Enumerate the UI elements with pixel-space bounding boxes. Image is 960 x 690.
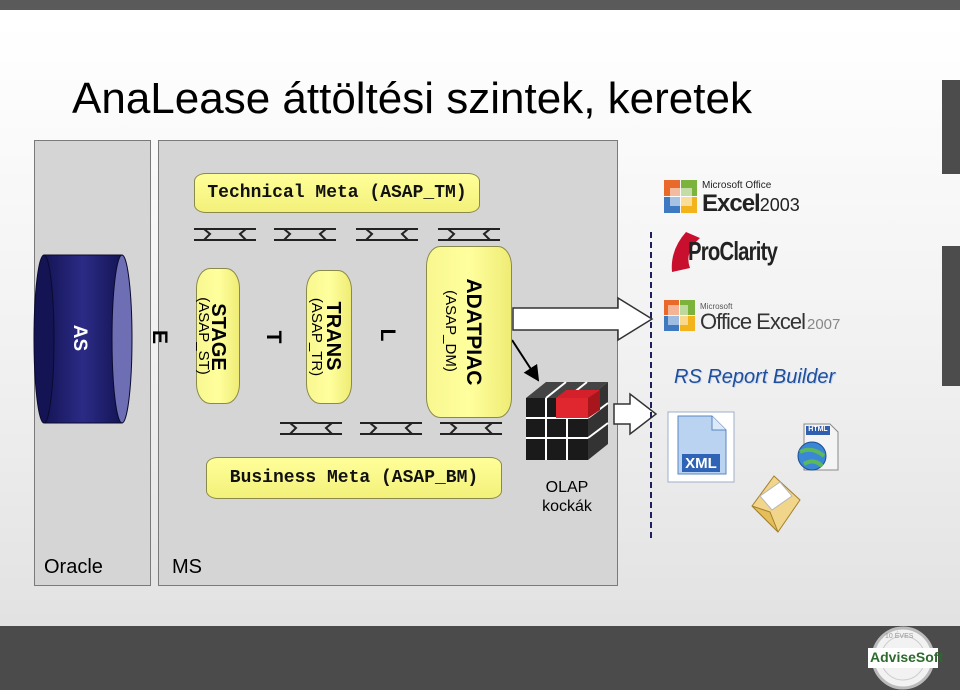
excel-2007-version: 2007 — [806, 316, 841, 333]
excel-2003-version: 2003 — [759, 195, 800, 215]
technical-meta: Technical Meta (ASAP_TM) — [194, 173, 480, 213]
top-strip — [0, 10, 960, 24]
source-cylinder — [33, 254, 133, 424]
advisesoft-ring: 10 ÉVES — [885, 633, 914, 640]
stage-sub-label: (ASAP_ST) — [195, 297, 212, 375]
ms-label: MS — [172, 556, 202, 578]
olap-label-line2: kockák — [542, 498, 592, 515]
excel-2007-logo — [664, 300, 695, 331]
excel-2003-brand: Microsoft Office — [702, 180, 772, 191]
proclarity-wordmark: ProClarity — [688, 236, 778, 266]
stage-cylinder — [196, 268, 240, 404]
datamart-sub-label: (ASAP_DM) — [442, 290, 459, 372]
excel-2003-name: Excel — [702, 190, 761, 217]
side-tab-bottom — [942, 246, 960, 386]
block-arrow-top — [512, 296, 654, 342]
olap-label-line1: OLAP — [545, 479, 589, 496]
business-meta-connectors — [280, 422, 502, 435]
olap-label: OLAP kockák — [530, 478, 604, 516]
html-file-icon — [797, 423, 839, 471]
xml-label: XML — [685, 455, 717, 472]
technical-meta-connectors — [194, 228, 500, 241]
trans-label: TRANS — [322, 301, 344, 371]
cube-arrow — [511, 339, 540, 382]
bottom-bar — [0, 626, 960, 690]
extract-label: E — [148, 329, 171, 344]
transform-label: T — [262, 330, 285, 344]
datamart-cylinder — [426, 246, 512, 418]
block-arrow-bottom — [613, 392, 658, 436]
proclarity-logo — [671, 232, 700, 272]
excel-2003-wordmark: Excel2003 — [702, 190, 800, 218]
advisesoft-logo — [868, 626, 938, 690]
rs-report-builder: RS Report Builder — [674, 366, 836, 388]
datamart-label: ADATPIAC — [462, 278, 485, 386]
oracle-label: Oracle — [44, 556, 103, 578]
html-label: HTML — [808, 426, 828, 433]
trans-cylinder — [306, 270, 352, 404]
envelope-icon — [751, 475, 801, 533]
olap-cube-icon — [526, 381, 609, 460]
xml-file-icon — [667, 411, 735, 483]
load-label: L — [376, 328, 399, 342]
side-tab-top — [942, 80, 960, 174]
excel-2007-name: Office Excel — [700, 309, 806, 334]
source-label: AS — [69, 324, 90, 352]
advisesoft-name: AdviseSoft — [870, 649, 944, 665]
excel-2003-logo — [664, 180, 697, 213]
trans-sub-label: (ASAP_TR) — [308, 297, 325, 377]
page-title: AnaLease áttöltési szintek, keretek — [72, 74, 752, 123]
excel-2007-brand: Microsoft — [700, 302, 733, 311]
business-meta: Business Meta (ASAP_BM) — [206, 457, 502, 499]
